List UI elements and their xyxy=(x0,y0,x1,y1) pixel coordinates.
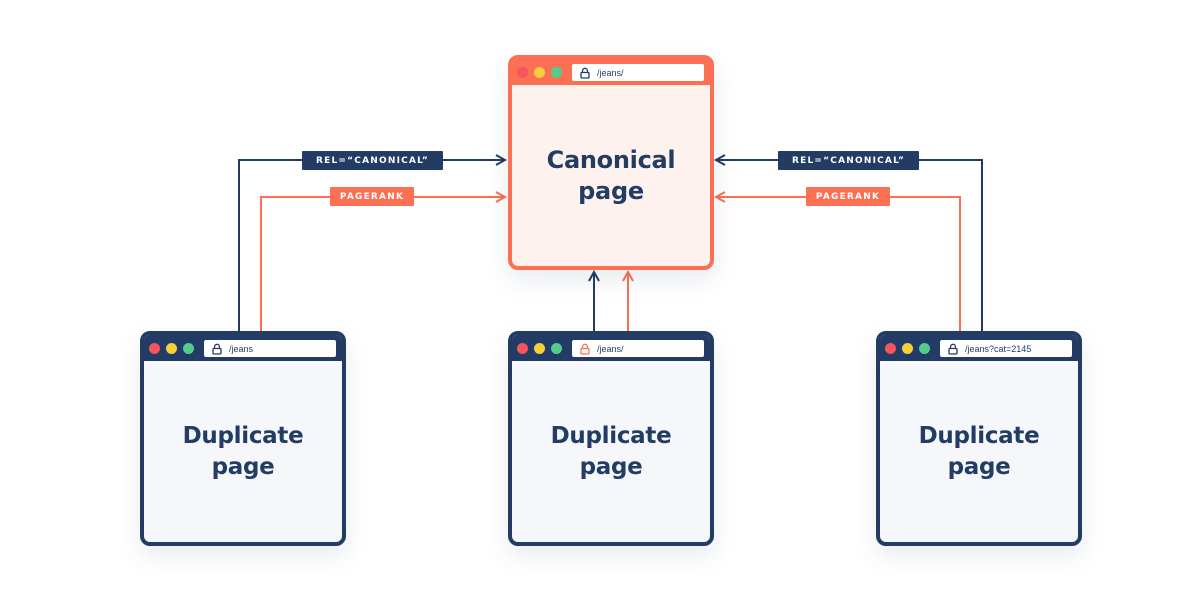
pagerank-label-left: PAGERANK xyxy=(330,187,414,206)
address-bar: /jeans/ xyxy=(572,340,704,357)
rel-canonical-label-left: REL=“CANONICAL” xyxy=(302,151,443,170)
close-dot xyxy=(517,342,528,354)
maximize-dot xyxy=(551,342,562,354)
lock-icon xyxy=(580,67,590,79)
lock-icon xyxy=(948,343,958,355)
page-title: Duplicate page xyxy=(168,421,318,483)
pagerank-label-right: PAGERANK xyxy=(806,187,890,206)
page-title: Duplicate page xyxy=(904,421,1054,483)
maximize-dot xyxy=(919,342,930,354)
minimize-dot xyxy=(534,342,545,354)
pagerank-connector-right xyxy=(716,197,961,333)
minimize-dot xyxy=(902,342,913,354)
rel-canonical-label-right: REL=“CANONICAL” xyxy=(778,151,919,170)
page-title: Duplicate page xyxy=(536,421,686,483)
rel-canonical-connector-left xyxy=(238,160,505,333)
lock-icon xyxy=(212,343,222,355)
address-bar: /jeans/ xyxy=(572,64,704,81)
page-title-line-1: Canonical xyxy=(546,145,676,174)
canonical-page-window: /jeans/ Canonical page xyxy=(508,55,714,270)
page-title-line-2: page xyxy=(579,453,643,480)
lock-icon xyxy=(580,343,590,355)
url-text: /jeans?cat=2145 xyxy=(965,343,1032,354)
window-body: Duplicate page xyxy=(512,361,710,542)
page-title-line-2: page xyxy=(578,176,644,205)
duplicate-page-window: /jeans Duplicate page xyxy=(140,331,346,546)
page-title-line-2: page xyxy=(947,453,1011,480)
rel-canonical-connector-right xyxy=(716,160,983,333)
page-title-line-2: page xyxy=(211,453,275,480)
titlebar: /jeans?cat=2145 xyxy=(880,335,1078,361)
maximize-dot xyxy=(183,342,194,354)
url-text: /jeans/ xyxy=(597,67,624,78)
minimize-dot xyxy=(166,342,177,354)
page-title: Canonical page xyxy=(531,145,691,207)
minimize-dot xyxy=(534,66,545,78)
duplicate-page-window: /jeans/ Duplicate page xyxy=(508,331,714,546)
page-title-line-1: Duplicate xyxy=(182,422,304,449)
close-dot xyxy=(517,66,528,78)
pagerank-connector-left xyxy=(260,197,505,333)
close-dot xyxy=(149,342,160,354)
window-body: Canonical page xyxy=(512,85,710,266)
titlebar: /jeans/ xyxy=(512,335,710,361)
address-bar: /jeans?cat=2145 xyxy=(940,340,1072,357)
window-body: Duplicate page xyxy=(144,361,342,542)
titlebar: /jeans/ xyxy=(512,59,710,85)
page-title-line-1: Duplicate xyxy=(918,422,1040,449)
url-text: /jeans/ xyxy=(597,343,624,354)
page-title-line-1: Duplicate xyxy=(550,422,672,449)
titlebar: /jeans xyxy=(144,335,342,361)
duplicate-page-window: /jeans?cat=2145 Duplicate page xyxy=(876,331,1082,546)
maximize-dot xyxy=(551,66,562,78)
close-dot xyxy=(885,342,896,354)
address-bar: /jeans xyxy=(204,340,336,357)
url-text: /jeans xyxy=(229,343,254,354)
window-body: Duplicate page xyxy=(880,361,1078,542)
